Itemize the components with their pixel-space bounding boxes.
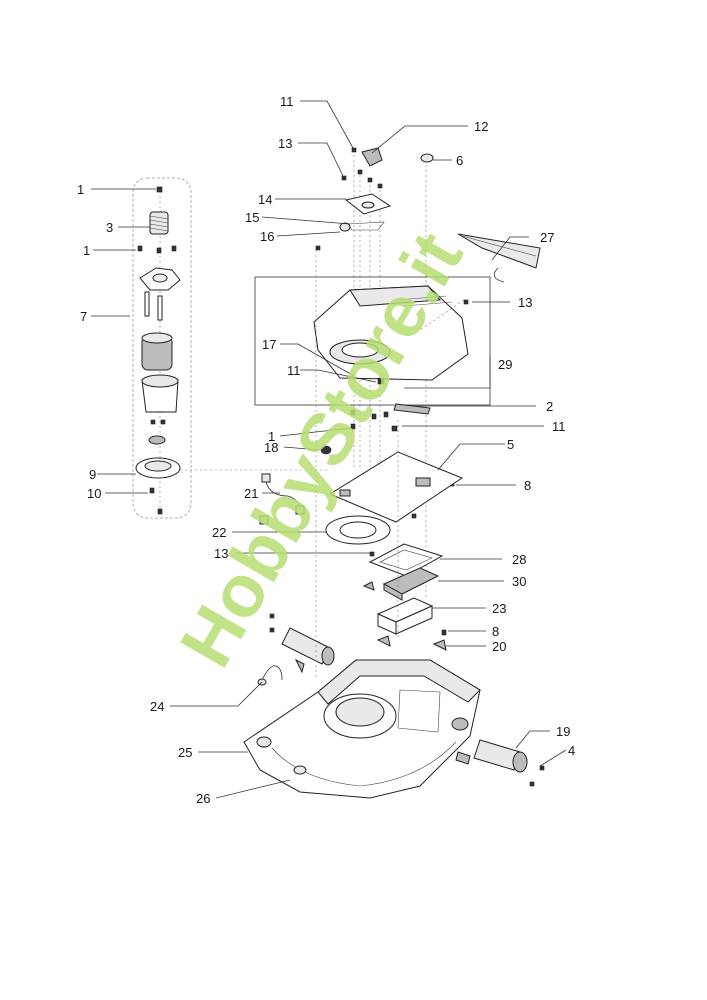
callout-11-c: 11 [552,419,566,434]
callout-11-b: 11 [287,363,301,378]
callout-1-c: 1 [268,429,275,444]
callout-10: 10 [87,486,101,501]
callout-23: 23 [492,601,506,616]
cable [259,473,305,525]
callout-22: 22 [212,525,226,540]
callout-1-b: 1 [83,243,90,258]
callout-7: 7 [80,309,87,324]
callout-13-a: 13 [278,136,292,151]
top-parts [315,147,434,600]
circuit-board [328,451,464,523]
upper-cover [254,276,491,406]
callout-1-a: 1 [77,182,84,197]
group-panel [132,177,192,519]
gasket [325,515,391,545]
callout-5: 5 [507,437,514,452]
callout-28: 28 [512,552,526,567]
battery-pack [362,543,447,651]
callout-29: 29 [498,357,512,372]
callout-12: 12 [474,119,488,134]
callout-14: 14 [258,192,272,207]
callout-15: 15 [245,210,259,225]
callout-26: 26 [196,791,210,806]
part-2 [393,403,431,415]
spring [149,211,169,235]
callout-24: 24 [150,699,164,714]
callout-8-b: 8 [492,624,499,639]
callout-9: 9 [89,467,96,482]
callout-2: 2 [546,399,553,414]
callout-21: 21 [244,486,258,501]
callout-13-c: 13 [214,546,228,561]
callout-labels: 1 1 1 2 3 4 5 6 7 8 8 9 10 11 11 11 12 1… [77,94,575,806]
callout-8-a: 8 [524,478,531,493]
callout-4: 4 [568,743,575,758]
leader-lines [91,100,567,799]
callout-20: 20 [492,639,506,654]
callout-25: 25 [178,745,192,760]
drive-motor-right [455,739,545,787]
callout-13-b: 13 [518,295,532,310]
part-24 [261,665,283,681]
chassis [243,659,481,799]
drive-motor-left [269,613,335,674]
callout-11-a: 11 [280,94,294,109]
callout-16: 16 [260,229,274,244]
callout-30: 30 [512,574,526,589]
callout-27: 27 [540,230,554,245]
callout-18: 18 [264,440,278,455]
motor-assembly [135,186,181,515]
callout-3: 3 [106,220,113,235]
callout-6: 6 [456,153,463,168]
callout-19: 19 [556,724,570,739]
callout-17: 17 [262,337,276,352]
